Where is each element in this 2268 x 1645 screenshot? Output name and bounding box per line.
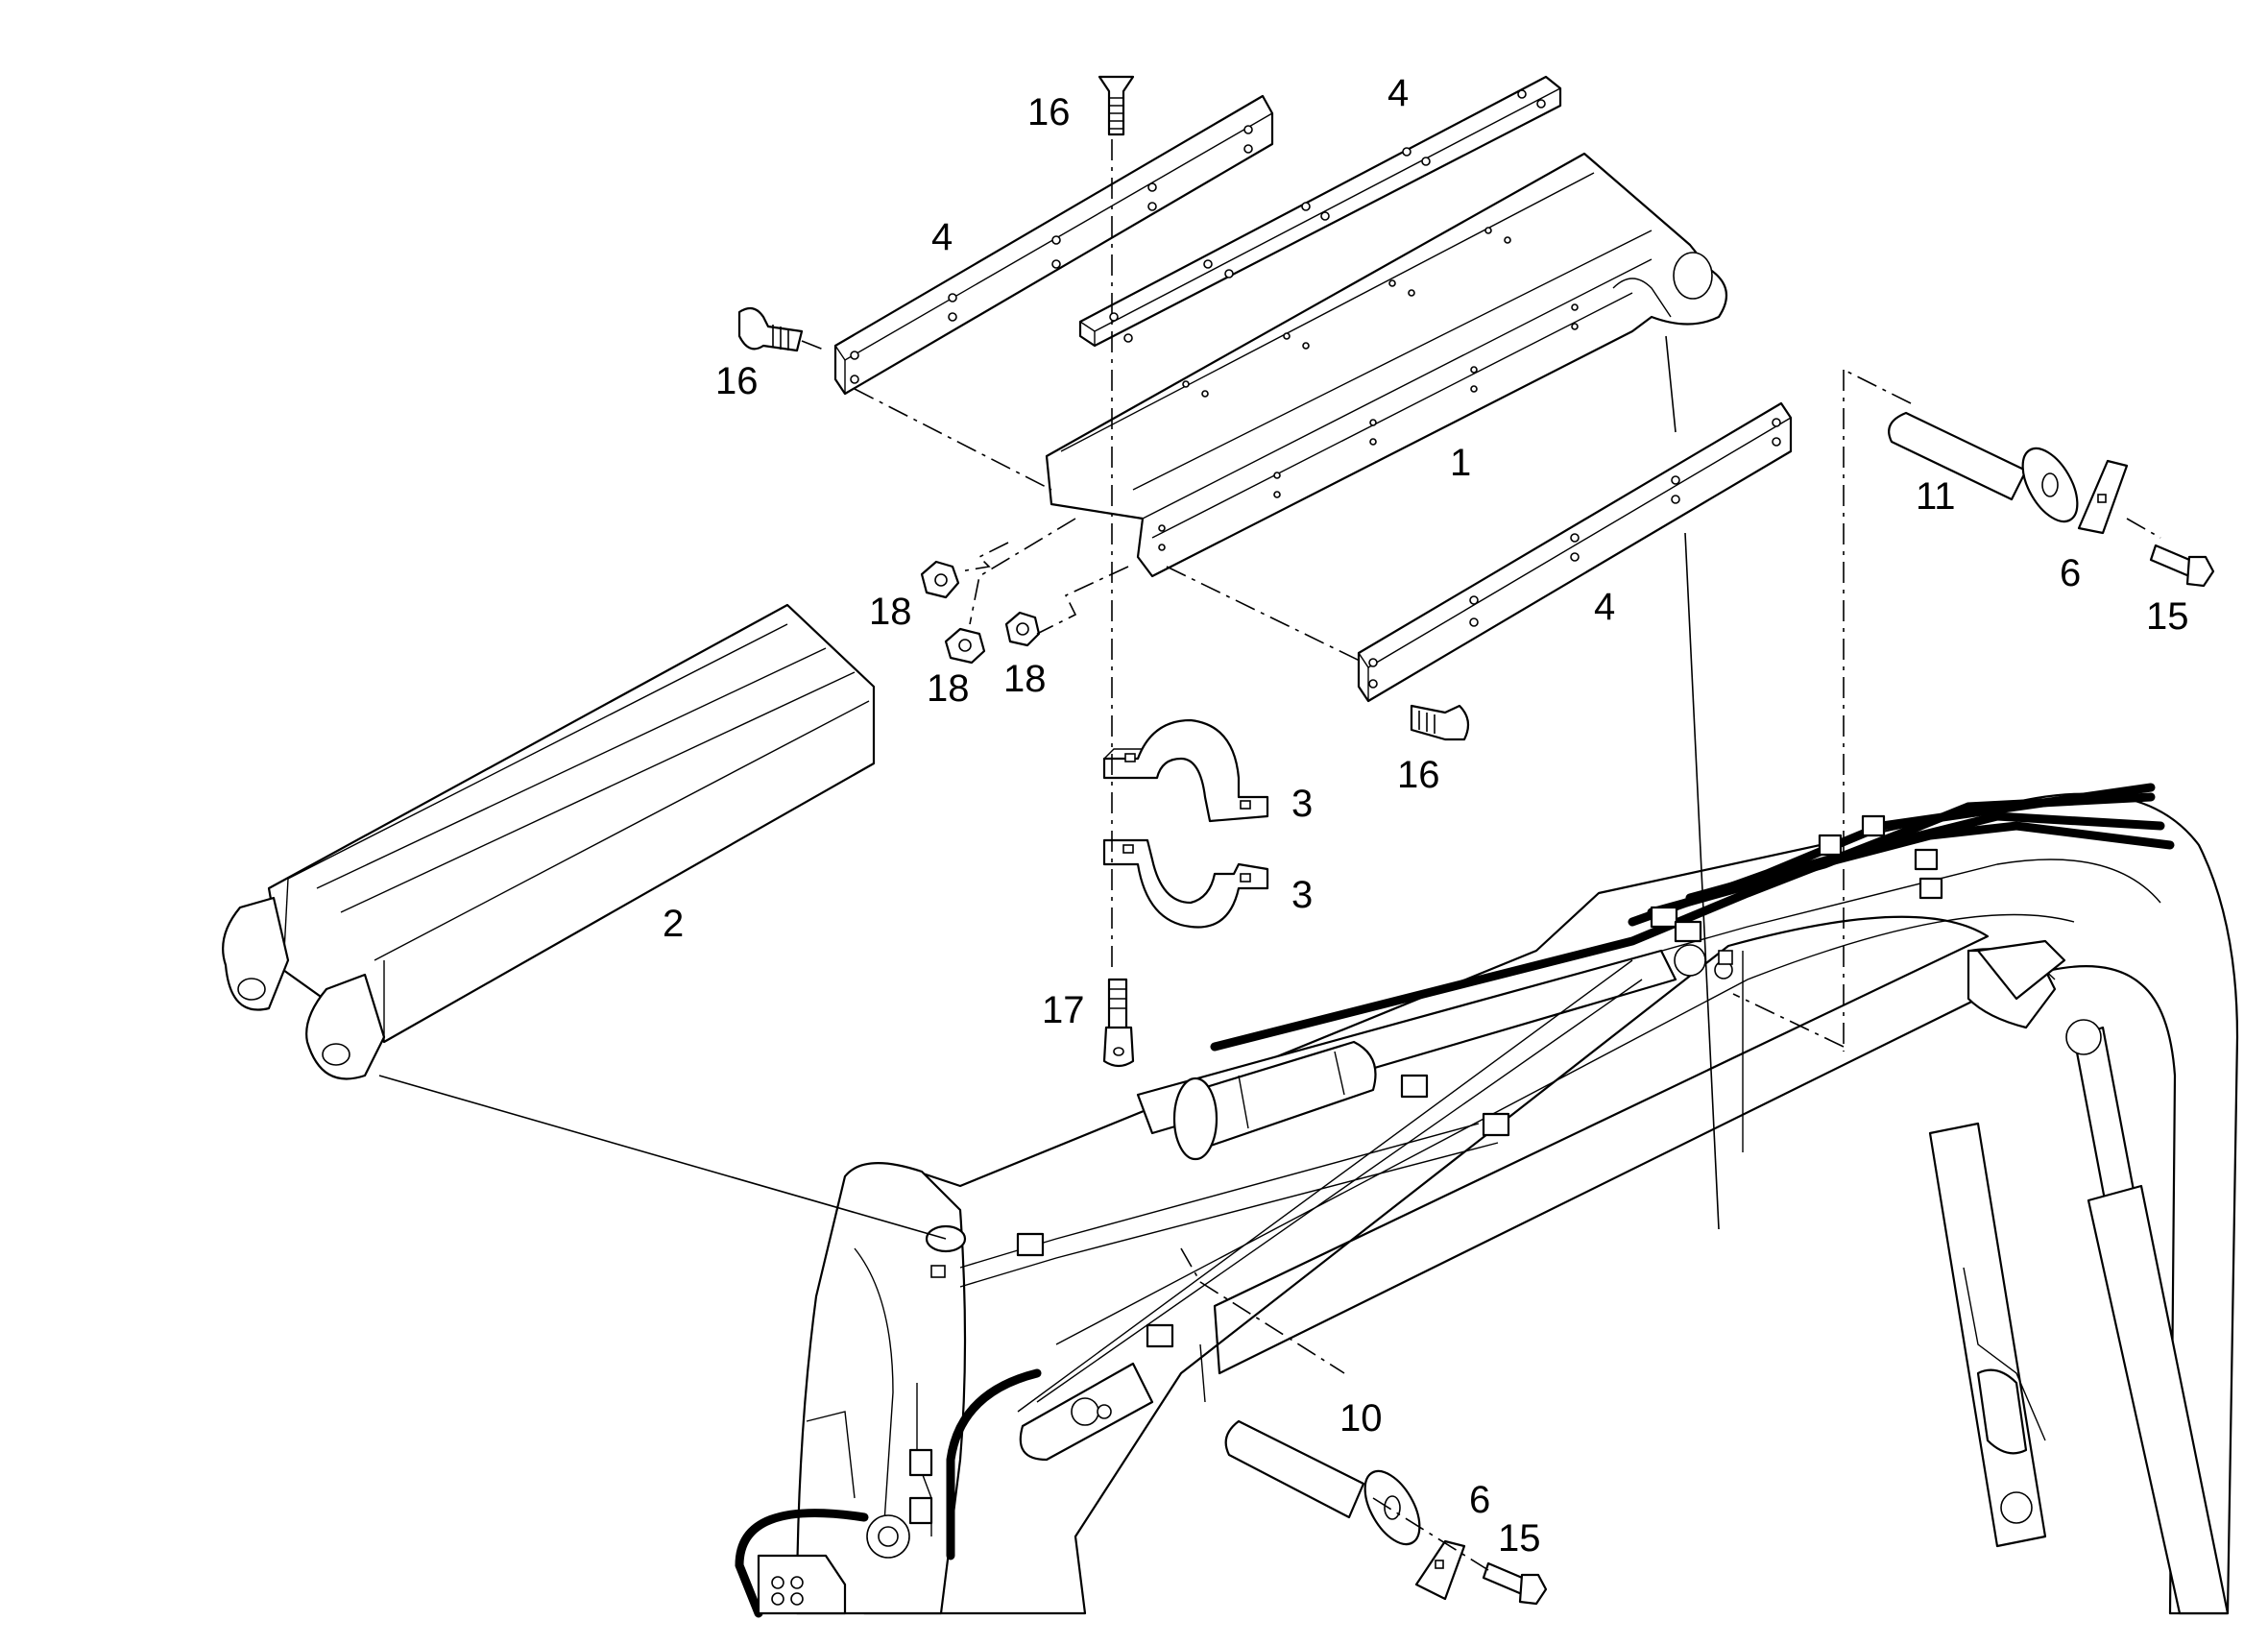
callout-4-top: 4 [1387,72,1409,114]
screw-part-16-left [737,306,804,352]
assembly-centerlines [378,139,2161,1571]
pin-part-10 [1224,1419,1421,1546]
clamp-half-part-3-upper [1102,718,1269,823]
callout-2: 2 [663,903,684,945]
callout-18-b: 18 [927,667,970,710]
wear-strip-part-4-top-left [833,94,1274,396]
lock-plate-part-6-lower [1414,1539,1466,1601]
bolt-part-15-lower [1482,1561,1548,1606]
callout-11: 11 [1916,475,1956,518]
callout-3-upper: 3 [1291,783,1313,825]
wear-strip-part-4-top [1078,75,1562,348]
excavator-boom-assembly [735,783,2239,1618]
bolt-part-15-upper [2149,544,2215,588]
lock-plate-part-6-upper [2077,459,2129,535]
callout-17: 17 [1042,989,1085,1031]
callout-18-c: 18 [1003,658,1047,700]
wear-strip-part-4-right [1357,401,1793,703]
callout-6-upper: 6 [2060,552,2081,594]
callout-15-lower: 15 [1498,1517,1541,1560]
callout-16-right: 16 [1397,754,1440,796]
callout-4-top-left: 4 [931,216,953,258]
nut-part-18-a [920,560,960,599]
callout-labels: 1 2 3 3 4 4 4 6 6 10 11 15 15 16 16 16 1… [663,72,2189,1560]
callout-15-upper: 15 [2146,595,2189,638]
cylinder-guard-part-2 [222,603,876,1080]
nut-part-18-c [1004,611,1041,647]
callout-3-lower: 3 [1291,874,1313,916]
callout-16-left: 16 [715,360,759,402]
clamp-half-part-3-lower [1102,838,1269,929]
callout-4-right: 4 [1594,586,1615,628]
nut-part-18-b [944,627,986,665]
boom-channel-part-1 [1045,152,1728,578]
screw-part-16-top [1098,75,1135,136]
pin-part-11 [1888,411,2079,523]
bolt-holes [850,89,1781,689]
screw-part-16-right [1410,704,1470,741]
callout-6-lower: 6 [1469,1479,1490,1521]
hydraulic-hose [946,1368,1042,1560]
screw-part-17 [1102,978,1135,1068]
callout-10: 10 [1339,1397,1383,1439]
hydraulic-hose [1704,821,2175,898]
callout-16-top: 16 [1027,91,1071,133]
hydraulic-hose [735,1509,869,1618]
callout-1: 1 [1450,442,1471,484]
callout-18-a: 18 [869,591,912,633]
